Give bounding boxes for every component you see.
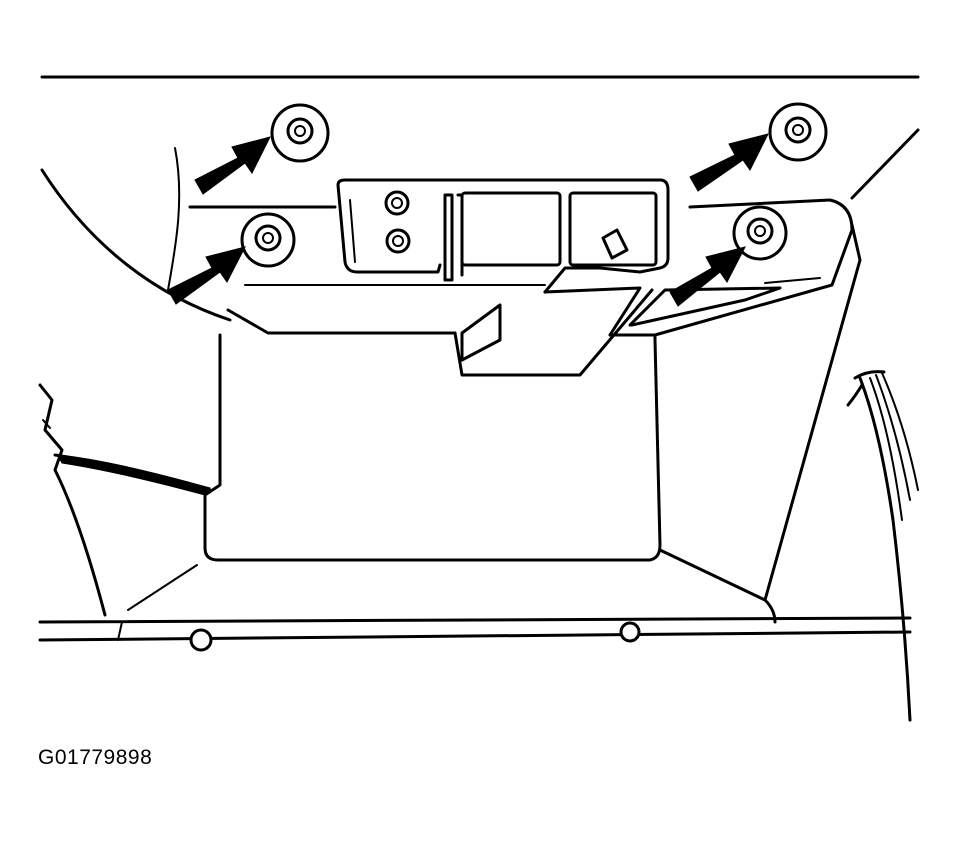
latch-handle-slot [628,286,782,327]
latch-handle-top [543,286,642,337]
arrow-icon [167,246,246,305]
arrow-icon [194,136,271,195]
left-pillar-line [167,147,181,291]
fastener-top-left [270,103,330,163]
latch-window-left [460,191,562,267]
door-seal-outer [858,376,912,722]
floor-trim-screw-right [619,621,641,643]
right-dash-line [850,128,920,200]
arrow-icon [689,133,769,192]
latch-handle [453,288,654,377]
panel-ledge-inner-right [764,277,821,284]
figure-id-label: G01779898 [38,746,153,769]
floor-trim-upper [38,616,912,624]
door-seal-3 [881,372,919,491]
floor-trim-lower [38,630,912,642]
glove-box-door [203,333,662,562]
panel-ledge [226,308,657,337]
latch-striker [443,193,464,282]
left-dash-curve [40,168,232,322]
left-knee-accent [42,419,51,429]
door-seal-top [846,370,886,407]
right-lower-diagonal [658,548,777,624]
arrow-icon [669,246,746,307]
floor-trim-screw-left [189,628,213,652]
fastener-lower-left [240,212,296,268]
fastener-top-right [768,102,828,162]
latch-bracket [336,178,670,294]
left-lower-diagonal [127,564,198,611]
bracket-bolt-upper-inner [391,197,403,209]
bracket-bolt-lower-inner [392,235,404,247]
fastener-lower-right [732,205,788,261]
bracket-bolt-lower [385,228,411,254]
left-knee-panel [38,383,212,617]
latch-window-right [568,191,658,267]
door-seal-1 [869,377,903,521]
floor-trim-notch [117,621,123,641]
door-seal-2 [875,374,911,501]
right-lower-panel [763,223,862,602]
latch-bracket-inner [349,199,356,263]
bracket-bolt-upper [384,190,410,216]
latch-tab [601,228,629,260]
left-knee-shadow [57,454,211,496]
panel-opening [188,198,854,342]
